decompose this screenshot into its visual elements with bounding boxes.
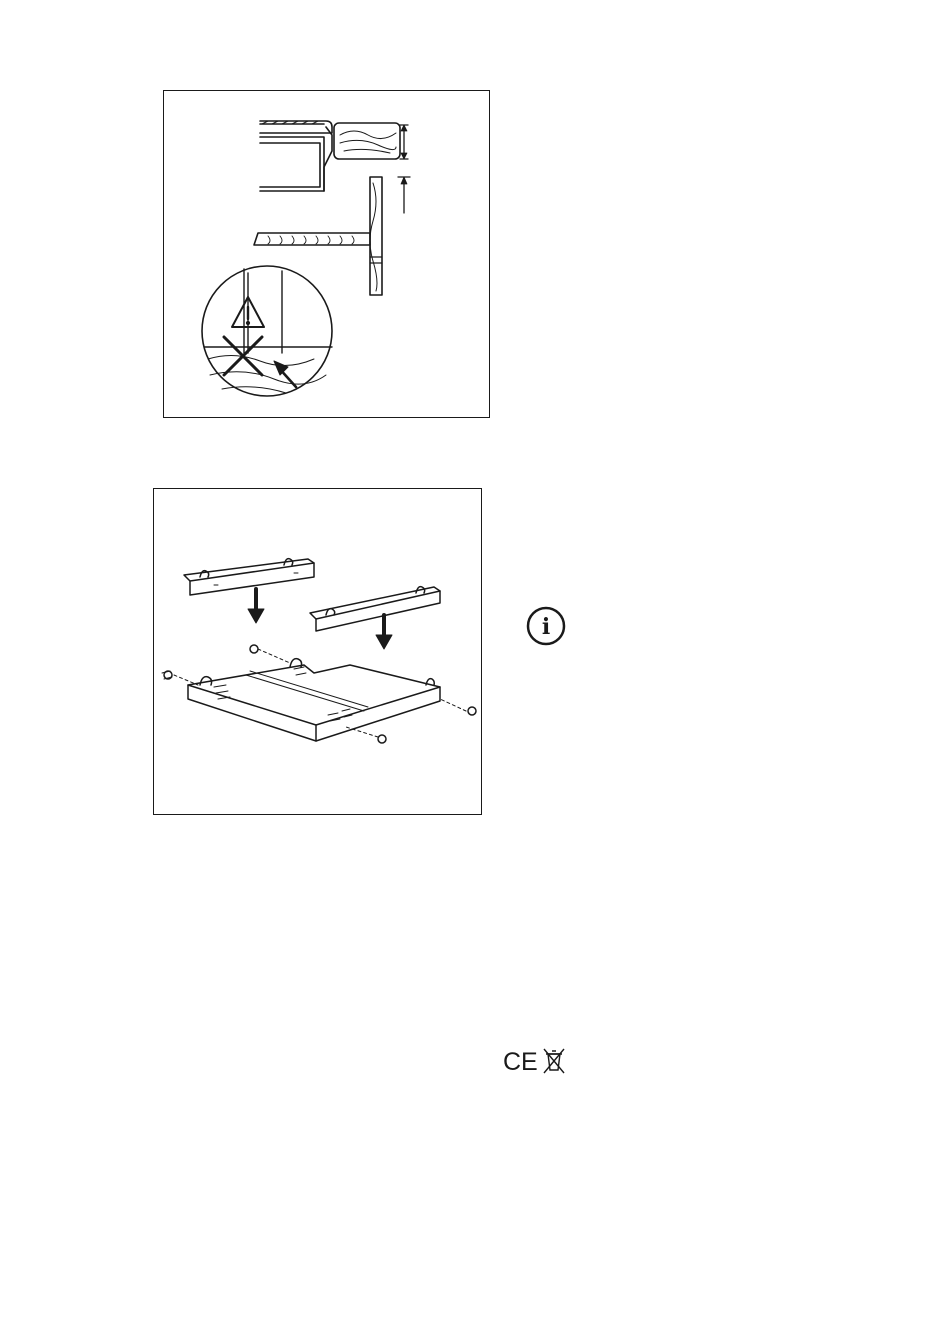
ce-mark-text: CE [503,1048,538,1076]
installation-diagram [164,91,491,419]
weee-crossed-bin-icon [544,1049,564,1073]
screw-icon [162,671,172,679]
brackets-diagram [154,489,483,816]
info-icon: i [525,605,567,647]
figure-mounting-brackets [153,488,482,815]
ce-mark-icon: CE [503,1048,538,1076]
certification-marks: CE [500,1046,570,1076]
figure-installation-side-view [163,90,490,418]
info-glyph: i [542,614,550,640]
